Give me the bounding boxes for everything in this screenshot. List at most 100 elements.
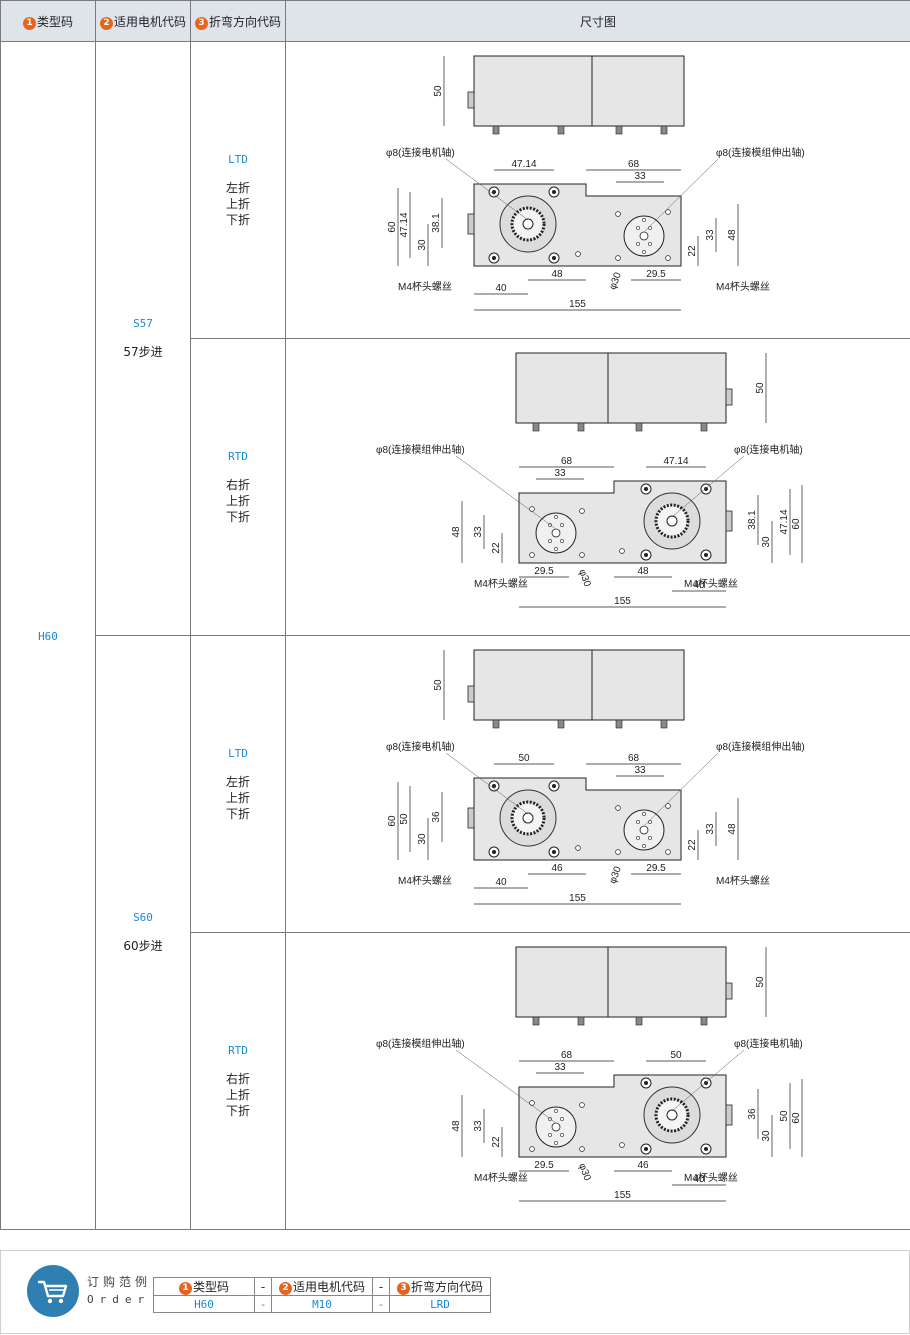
drawing-shape [639, 825, 649, 835]
drawing-shape [554, 1109, 558, 1113]
drawing-shape [515, 352, 609, 424]
order-title: 订购范例 [87, 1275, 152, 1289]
drawing-shape [551, 528, 561, 538]
drawing-shape [642, 812, 646, 816]
drawing-shape [548, 539, 552, 543]
drawing-s57-rtd: 5047.146833484029.51556047.143038.122334… [376, 352, 803, 608]
dimension-label: 60 [387, 815, 398, 827]
drawing-shape [704, 1147, 708, 1151]
callout-diameter: φ30 [607, 865, 624, 886]
drawing-shape [515, 946, 609, 1018]
drawing-shape [551, 1122, 561, 1132]
drawing-shape [666, 515, 678, 527]
drawing-shape [607, 352, 727, 424]
leader-line [671, 455, 745, 518]
drawing-shape [529, 1146, 535, 1152]
drawing-shape [492, 190, 496, 194]
drawing-shape [492, 850, 496, 854]
drawing-shape [725, 510, 733, 532]
dimension-label: 22 [687, 245, 698, 257]
drawing-shape [473, 55, 593, 127]
drawing-shape [700, 1016, 708, 1026]
drawing-s60-rtd: 50506833464029.515560503036223348φ8(连接电机… [376, 946, 803, 1202]
drawing-shape [529, 506, 535, 512]
callout-module-shaft: φ8(连接模组伸出轴) [376, 1037, 465, 1050]
drawing-shape [467, 807, 475, 829]
drawing-shape [665, 849, 671, 855]
dimension-label: 48 [451, 1120, 462, 1132]
callout-screw: M4杯头螺丝 [716, 874, 770, 887]
dimension-label: 48 [727, 823, 738, 835]
drawing-shape [615, 211, 621, 217]
dimension-label: 33 [473, 526, 484, 538]
callout-screw: M4杯头螺丝 [398, 280, 452, 293]
drawing-shape [615, 849, 621, 855]
drawing-shape [560, 1117, 564, 1121]
dimension-label: 48 [551, 269, 563, 280]
drawing-shape [615, 805, 621, 811]
drawing-shape [704, 1081, 708, 1085]
drawing-shape [615, 719, 623, 729]
drawing-shape [579, 552, 585, 558]
drawing-shape [467, 685, 475, 703]
drawing-shape [644, 1147, 648, 1151]
leader-line [643, 158, 719, 233]
drawing-shape [575, 251, 581, 257]
dimension-label: 30 [417, 833, 428, 845]
drawing-shape [579, 508, 585, 514]
callout-diameter: φ30 [576, 1162, 593, 1183]
drawing-shape [615, 125, 623, 135]
dimension-label: 50 [755, 976, 766, 988]
drawing-shape [639, 231, 649, 241]
dimension-label: 50 [433, 679, 444, 691]
drawing-shape [492, 125, 500, 135]
drawing-shape [575, 845, 581, 851]
order-v1: H60 [153, 1295, 255, 1313]
drawing-shape [492, 719, 500, 729]
dimension-label: 155 [569, 299, 586, 310]
drawing-shape [636, 242, 640, 246]
drawing-shape [560, 1133, 564, 1137]
dimension-label: 40 [495, 283, 507, 294]
drawing-shape [529, 1100, 535, 1106]
drawing-shape [557, 719, 565, 729]
drawing-shape [642, 250, 646, 254]
callout-screw: M4杯头螺丝 [684, 577, 738, 590]
order-v3: LRD [389, 1295, 491, 1313]
dimension-label: 60 [791, 1112, 802, 1124]
dimension-label: 36 [431, 811, 442, 823]
drawing-shape [725, 388, 733, 406]
drawing-shape [635, 1016, 643, 1026]
drawing-shape [660, 125, 668, 135]
dimension-label: 47.14 [663, 456, 688, 467]
drawing-shape [644, 553, 648, 557]
dimension-label: 60 [791, 518, 802, 530]
drawing-shape [666, 1109, 678, 1121]
dimension-label: 68 [628, 753, 640, 764]
dimension-label: 50 [670, 1050, 682, 1061]
drawing-shape [557, 125, 565, 135]
callout-screw: M4杯头螺丝 [474, 1171, 528, 1184]
dimension-label: 36 [747, 1108, 758, 1120]
callout-screw: M4杯头螺丝 [716, 280, 770, 293]
leader-line [671, 1049, 745, 1112]
dimension-label: 50 [433, 85, 444, 97]
drawing-shape [636, 226, 640, 230]
direction-cell-2: RTD 右折上折下折 [190, 338, 286, 636]
dimension-label: 68 [561, 456, 573, 467]
callout-diameter: φ30 [576, 568, 593, 589]
dimension-label: 68 [561, 1050, 573, 1061]
drawing-shape [492, 256, 496, 260]
callout-screw: M4杯头螺丝 [398, 874, 452, 887]
